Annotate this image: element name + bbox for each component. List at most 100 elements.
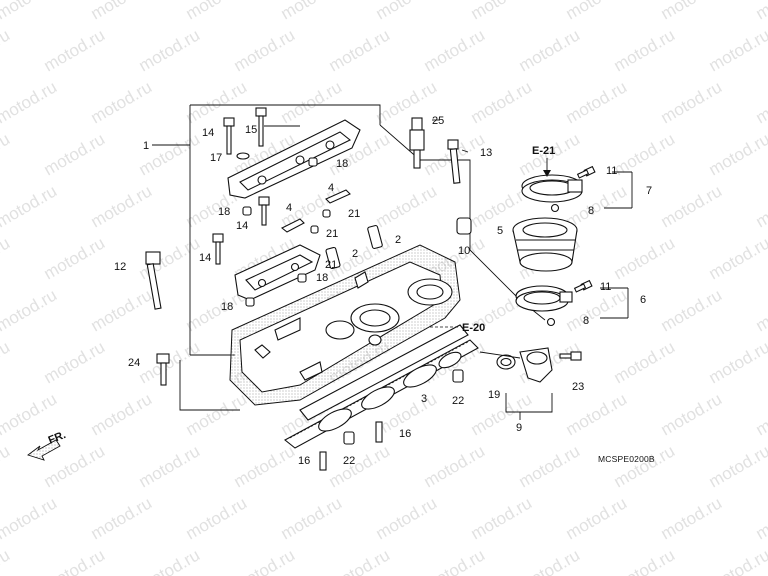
watermark-text: motod.ru <box>278 493 346 543</box>
watermark-text: motod.ru <box>706 545 768 576</box>
callout-21: 21 <box>348 208 360 220</box>
dowel-pins <box>242 157 331 307</box>
callout-9: 9 <box>516 422 522 434</box>
watermark-text: motod.ru <box>88 493 156 543</box>
watermark-text: motod.ru <box>563 389 631 439</box>
callout-11: 11 <box>600 281 611 293</box>
watermark-text: motod.ru <box>183 77 251 127</box>
watermark-text: motod.ru <box>373 77 441 127</box>
watermark-text: motod.ru <box>183 389 251 439</box>
watermark-text: motod.ru <box>136 441 204 491</box>
callout-6: 6 <box>640 294 646 306</box>
callout-3: 3 <box>421 393 427 405</box>
watermark-text: motod.ru <box>753 181 768 231</box>
watermark-text: motod.ru <box>0 181 60 231</box>
callout-16: 16 <box>298 455 310 467</box>
watermark-text: motod.ru <box>658 285 726 335</box>
watermark-text: motod.ru <box>278 0 346 23</box>
watermark-text: motod.ru <box>563 285 631 335</box>
callout-21: 21 <box>326 228 338 240</box>
assembly-frame-lines <box>152 104 546 411</box>
ref-arrow-e21: E-21 <box>532 145 555 177</box>
watermark-text: motod.ru <box>468 493 536 543</box>
watermark-text: motod.ru <box>753 285 768 335</box>
watermark-text: motod.ru <box>468 77 536 127</box>
cylinder-head <box>229 244 461 406</box>
watermark-text: motod.ru <box>41 25 109 75</box>
watermark-text: motod.ru <box>0 389 60 439</box>
watermark-text: motod.ru <box>611 233 679 283</box>
callout-14: 14 <box>199 252 211 264</box>
watermark-text: motod.ru <box>88 389 156 439</box>
callout-numbers: 1 2 2 3 4 4 5 6 7 8 8 9 10 11 11 12 13 1… <box>114 115 652 467</box>
callout-18: 18 <box>218 206 230 218</box>
camshaft-holder-lower <box>234 244 321 301</box>
watermark-text: motod.ru <box>373 181 441 231</box>
watermark-text: motod.ru <box>231 545 299 576</box>
intake-clamp-6 <box>515 285 573 327</box>
watermark-text: motod.ru <box>706 25 768 75</box>
callout-24: 24 <box>128 357 140 369</box>
watermark-text: motod.ru <box>373 493 441 543</box>
watermark-text: motod.ru <box>468 0 536 23</box>
callout-17: 17 <box>210 152 222 164</box>
watermark-text: motod.ru <box>231 25 299 75</box>
diagram-code: MCSPE0200B <box>598 454 655 464</box>
watermark-text: motod.ru <box>611 337 679 387</box>
watermark-text: motod.ru <box>183 0 251 23</box>
leader-lines <box>264 119 633 420</box>
callout-8: 8 <box>588 205 594 217</box>
watermark-text: motod.ru <box>516 441 584 491</box>
intake-clamp-7 <box>521 174 583 213</box>
watermark-text: motod.ru <box>326 545 394 576</box>
insulator-5 <box>512 217 578 272</box>
callout-25: 25 <box>432 115 444 127</box>
watermark-text: motod.ru <box>611 545 679 576</box>
callout-1: 1 <box>143 140 149 152</box>
watermark-text: motod.ru <box>0 129 13 179</box>
watermark-text: motod.ru <box>658 77 726 127</box>
watermark-text: motod.ru <box>183 493 251 543</box>
callout-19: 19 <box>488 389 500 401</box>
callout-7: 7 <box>646 185 652 197</box>
watermark-text: motod.ru <box>753 389 768 439</box>
stopper-plates <box>280 189 351 233</box>
callout-16: 16 <box>399 428 411 440</box>
watermark-text: motod.ru <box>658 493 726 543</box>
watermark-text: motod.ru <box>136 545 204 576</box>
callout-14: 14 <box>236 220 248 232</box>
watermark-text: motod.ru <box>41 337 109 387</box>
watermark-text: motod.ru <box>421 25 489 75</box>
callout-15: 15 <box>245 124 257 136</box>
callout-22: 22 <box>343 455 355 467</box>
watermark-text: motod.ru <box>753 493 768 543</box>
callout-10: 10 <box>458 245 470 257</box>
watermark-text: motod.ru <box>41 129 109 179</box>
callout-23: 23 <box>572 381 584 393</box>
callout-14: 14 <box>202 127 214 139</box>
callout-5: 5 <box>497 225 503 237</box>
watermark-text: motod.ru <box>753 0 768 23</box>
watermark-text: motod.ru <box>0 545 13 576</box>
callout-18: 18 <box>221 301 233 313</box>
watermark-text: motod.ru <box>88 285 156 335</box>
watermark-text: motod.ru <box>563 493 631 543</box>
callout-12: 12 <box>114 261 126 273</box>
watermark-text: motod.ru <box>41 545 109 576</box>
callout-22: 22 <box>452 395 464 407</box>
watermark-text: motod.ru <box>753 77 768 127</box>
watermark-text: motod.ru <box>0 77 60 127</box>
water-joint-9 <box>519 347 553 383</box>
watermark-text: motod.ru <box>88 0 156 23</box>
watermark-text: motod.ru <box>706 233 768 283</box>
front-direction-arrow: FR. <box>27 429 68 461</box>
direction-label: FR. <box>47 429 68 447</box>
callout-18: 18 <box>316 272 328 284</box>
watermark-text: motod.ru <box>0 441 13 491</box>
watermark-text: motod.ru <box>658 181 726 231</box>
head-gasket <box>284 324 479 449</box>
watermark-text: motod.ru <box>421 441 489 491</box>
ref-arrow-e20: E-20 <box>430 322 485 334</box>
